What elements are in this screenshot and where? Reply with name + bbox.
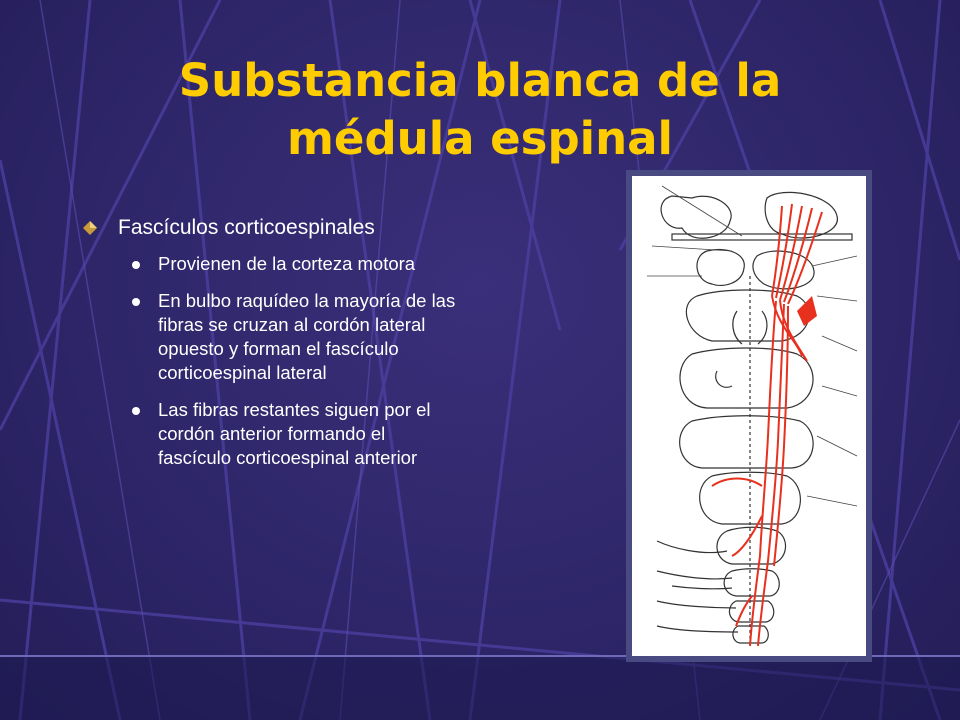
corticospinal-tract-illustration — [632, 176, 866, 656]
anatomy-figure — [626, 170, 872, 662]
bullet-heading: Fascículos corticoespinales — [118, 216, 375, 239]
dot-bullet-icon — [132, 407, 140, 415]
dot-bullet-icon — [132, 298, 140, 306]
sub-bullet-item: En bulbo raquídeo la mayoría de las fibr… — [80, 289, 460, 385]
bullet-content: Fascículos corticoespinales Provienen de… — [80, 214, 460, 483]
bullet-level1: Fascículos corticoespinales — [80, 214, 460, 242]
diamond-bullet-icon — [83, 221, 97, 235]
slide-title: Substancia blanca de la médula espinal — [178, 54, 782, 165]
sub-bullet-item: Las fibras restantes siguen por el cordó… — [80, 398, 460, 470]
dot-bullet-icon — [132, 261, 140, 269]
sub-bullet-item: Provienen de la corteza motora — [80, 252, 460, 276]
sub-bullet-list: Provienen de la corteza motora En bulbo … — [80, 252, 460, 470]
spinal-cord-diagram-icon — [647, 185, 858, 647]
